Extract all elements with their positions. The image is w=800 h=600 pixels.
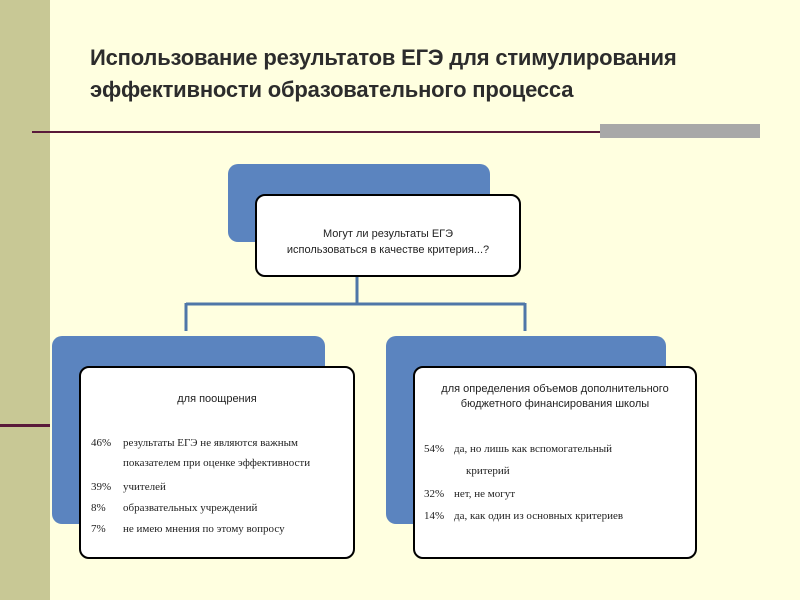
title-divider — [32, 131, 760, 133]
left-node: для поощрения 46% результаты ЕГЭ не явля… — [79, 366, 355, 559]
slide-title-line-2: эффективности образовательного процесса — [90, 77, 574, 102]
percent-value: 46% — [91, 437, 112, 449]
slide-title-line-1: Использование результатов ЕГЭ для стимул… — [90, 45, 677, 70]
question-line-1: Могут ли результаты ЕГЭ — [322, 228, 454, 240]
percent-value: 54% — [424, 443, 445, 455]
item-text: да, как один из основных критериев — [454, 510, 624, 522]
item-text: результаты ЕГЭ не являются важным — [123, 437, 298, 449]
percent-value: 32% — [424, 488, 445, 500]
right-node: для определения объемов дополнительного … — [413, 366, 697, 559]
right-node-heading: для определения объемов дополнительного … — [415, 382, 695, 412]
right-node-heading-line-2: бюджетного финансирования школы — [460, 398, 650, 410]
percent-value: 39% — [91, 481, 112, 493]
sidebar-accent-line — [0, 424, 50, 427]
question-node: Могут ли результаты ЕГЭ использоваться в… — [255, 194, 521, 277]
item-text: нет, не могут — [454, 488, 516, 500]
percent-value: 8% — [91, 502, 106, 514]
right-node-heading-line-1: для определения объемов дополнительного — [441, 383, 669, 395]
slide-title: Использование результатов ЕГЭ для стимул… — [90, 42, 780, 106]
item-text: образвательных учреждений — [123, 502, 258, 514]
decorative-sidebar — [0, 0, 50, 600]
item-text: да, но лишь как вспомогательный — [454, 443, 613, 455]
item-text: учителей — [123, 481, 166, 493]
question-line-2: использоваться в качестве критерия...? — [286, 244, 490, 256]
title-divider-block — [600, 124, 760, 138]
percent-value: 14% — [424, 510, 445, 522]
question-text: Могут ли результаты ЕГЭ использоваться в… — [257, 226, 519, 258]
item-text: не имею мнения по этому вопросу — [123, 523, 285, 535]
item-text: критерий — [466, 465, 510, 477]
percent-value: 7% — [91, 523, 106, 535]
item-text: показателем при оценке эффективности — [123, 457, 311, 469]
left-node-heading: для поощрения — [177, 393, 257, 405]
